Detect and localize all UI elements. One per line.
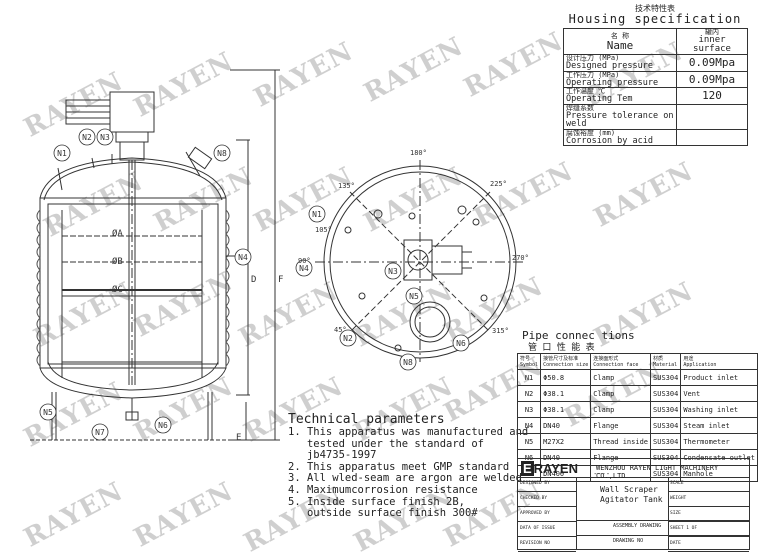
svg-text:N6: N6 [456,339,466,348]
angle-180: 180° [410,149,427,157]
dia-b: ØB [112,256,123,267]
dim-d: D [251,275,256,285]
svg-text:N5: N5 [409,292,419,301]
gearbox [109,91,155,133]
nozzle-callout: N6 [452,334,470,352]
svg-text:N6: N6 [158,421,168,430]
nozzle-callout: N8 [213,144,231,162]
tech-heading: Technical parameters [288,412,445,427]
svg-text:N3: N3 [388,267,398,276]
tech-line: tested under the standard of [288,437,484,450]
svg-text:N7: N7 [95,428,105,437]
drawing-title: Wall Scraper Agitator Tank [600,485,663,504]
svg-text:N4: N4 [299,264,309,273]
angle-45: 45° [334,326,347,334]
nozzle-callout: N4 [295,259,313,277]
plan-manhole [409,301,451,343]
angle-315: 315° [492,327,509,335]
top-head [39,157,227,199]
dia-c: ØC [112,284,123,295]
nozzle-callout: N8 [399,353,417,371]
assembly-drawing-label: ASSEMBLY DRAWING [613,523,662,529]
tech-line: jb4735-1997 [288,449,377,462]
drawing-no-label: DRAWING NO [613,538,644,544]
title-block-label: CHECKED BY [518,492,576,507]
nozzle-callout: N2 [339,329,357,347]
nozzle-callout: N5 [405,287,423,305]
tech-line: 5. Inside surface finish 2B, [288,495,466,508]
dim-e: E [236,433,241,443]
svg-text:N8: N8 [403,358,413,367]
svg-text:N2: N2 [82,133,92,142]
company-name: WENZHOU RAYEN LIGHT MACHINERY CO.,LTD [596,464,719,480]
nozzle-callout: N7 [91,423,109,441]
title-block-label: SCALE [668,477,749,492]
technical-parameters: Technical parameters 1. This apparatus w… [288,412,529,520]
spec-row: 腐蚀裕度 (mm)Corrosion by acid [563,128,748,146]
pipe-title: Pipe connec tions 管 口 性 能 表 [522,329,635,354]
dia-a: ØA [112,228,123,239]
nozzle-callout: N2 [78,128,96,146]
svg-text:N8: N8 [217,149,227,158]
svg-text:N5: N5 [43,408,53,417]
title-block-label: DATE [668,537,749,552]
title-block-label: DATA OF ISSUE [518,522,576,537]
nozzle-callout: N5 [39,403,57,421]
title-block-label: SHEET 1 OF [668,522,749,537]
angle-225: 225° [490,180,507,188]
tech-line: 2. This apparatus meet GMP standard [288,460,510,473]
title-block-label: APPROVED BY [518,507,576,522]
spec-title: 技术特性表 Housing specification [568,4,742,26]
svg-text:N1: N1 [312,210,322,219]
vessel-shell [39,197,227,369]
tech-line: 4. Maximumcorrosion resistance [288,483,478,496]
angle-90: 90° [298,257,311,265]
dim-f: F [278,275,283,285]
tech-line: 1. This apparatus was manufactured and [288,426,529,438]
angle-135: 135° [338,182,355,190]
nozzle-callout: N1 [53,144,71,162]
angle-270: 270° [512,254,529,262]
title-block-label: SIZE [668,507,749,522]
nozzle-callout: N3 [96,128,114,146]
nozzle-callout: N6 [154,416,172,434]
title-block-label: WEIGHT [668,492,749,507]
tech-line: outside surface finish 300# [288,507,478,520]
svg-text:N1: N1 [57,149,67,158]
title-block-label: DESIGNED BY [518,477,576,492]
nozzle-callout: N3 [384,262,402,280]
angle-105: 105° [315,226,332,234]
tech-line: 3. All wled-seam are argon are welded [288,472,522,485]
title-block-label: REVISION NO [518,537,576,552]
bottom-head [39,367,227,399]
nozzle-callout: N1 [308,205,326,223]
svg-text:N2: N2 [343,334,353,343]
svg-text:N4: N4 [238,253,248,262]
svg-text:N3: N3 [100,133,110,142]
nozzle-callout: N4 [234,248,252,266]
